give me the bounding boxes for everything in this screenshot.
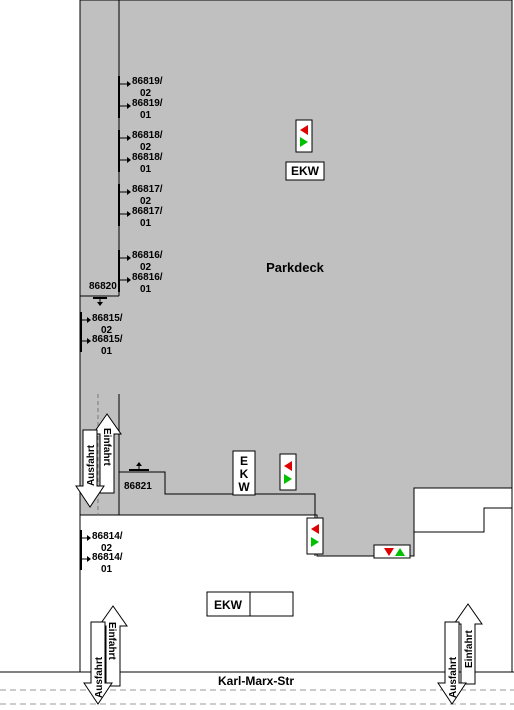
ekw-bottom: EKW — [206, 591, 294, 617]
space-group-86819: 86819/ 02 86819/ 01 — [118, 76, 163, 121]
signal-box-horizontal — [373, 544, 411, 559]
signal-box-lower — [306, 517, 324, 555]
ekw-mid-char-2: K — [240, 467, 249, 481]
einfahrt-label-deck: Einfahrt — [101, 428, 112, 466]
space-label-86817-02-a: 86817/ — [132, 184, 163, 195]
space-label-86819-01-b: 01 — [140, 110, 152, 121]
ekw-label-top: EKW — [291, 164, 320, 178]
ausfahrt-label-deck: Ausfahrt — [86, 444, 97, 486]
space-label-86819-02-a: 86819/ — [132, 76, 163, 87]
signal-lower-left — [306, 517, 324, 555]
arrow-down-icon — [75, 429, 105, 508]
space-86821: 86821 — [124, 462, 152, 492]
signal-box-mid — [279, 453, 297, 491]
space-label-86814-01-b: 01 — [101, 564, 113, 575]
ekw-mid-char-3: W — [238, 480, 250, 494]
space-label-86815-02-b: 02 — [101, 325, 113, 336]
einfahrt-label-left: Einfahrt — [106, 622, 117, 660]
ausfahrt-label-left: Ausfahrt — [94, 656, 105, 698]
ramp-arrows-deck: Einfahrt Ausfahrt — [75, 413, 122, 508]
ekw-box-bottom — [206, 591, 251, 617]
signal-red-icon — [311, 524, 319, 534]
street-label: Karl-Marx-Str — [218, 674, 294, 688]
signal-box-top — [295, 119, 313, 153]
space-group-86817: 86817/ 02 86817/ 01 — [118, 184, 163, 229]
ekw-mid: E K W — [232, 450, 297, 496]
ekw-label-bottom: EKW — [214, 598, 243, 612]
space-label-86815-01-a: 86815/ — [92, 334, 123, 345]
ekw-mid-char-1: E — [240, 454, 248, 468]
space-label-86818-02-a: 86818/ — [132, 130, 163, 141]
inner-bay-outline — [119, 471, 316, 556]
parkdeck-label: Parkdeck — [266, 260, 325, 275]
space-group-86815: 86815/ 02 86815/ 01 — [80, 312, 123, 357]
signal-green-icon — [284, 474, 292, 484]
space-label-86816-02-a: 86816/ — [132, 250, 163, 261]
space-86820: 86820 — [89, 281, 117, 306]
space-label-86816-01-a: 86816/ — [132, 272, 163, 283]
ekw-box-bottom-empty — [249, 591, 294, 617]
building-notch — [413, 487, 513, 533]
parkdeck-area — [79, 0, 513, 557]
signal-red-icon — [384, 548, 394, 556]
space-label-86815-02-a: 86815/ — [92, 313, 123, 324]
ramp-arrows-right-street: Einfahrt Ausfahrt — [437, 603, 483, 705]
space-label-86819-01-a: 86819/ — [132, 98, 163, 109]
space-label-86818-01-b: 01 — [140, 164, 152, 175]
space-group-86816: 86816/ 02 86816/ 01 — [118, 250, 163, 295]
space-label-86821: 86821 — [124, 481, 152, 492]
space-label-86817-02-b: 02 — [140, 196, 152, 207]
ekw-top: EKW — [285, 119, 325, 181]
space-label-86818-02-b: 02 — [140, 142, 152, 153]
ekw-box-mid — [232, 450, 256, 496]
space-label-86817-01-a: 86817/ — [132, 206, 163, 217]
einfahrt-label-right: Einfahrt — [464, 630, 475, 668]
space-label-86818-01-a: 86818/ — [132, 152, 163, 163]
space-group-86818: 86818/ 02 86818/ 01 — [118, 130, 163, 175]
ekw-box-top — [285, 161, 325, 181]
ramp-arrows-left-street: Einfahrt Ausfahrt — [83, 605, 128, 705]
space-label-86816-01-b: 01 — [140, 284, 152, 295]
space-label-86815-01-b: 01 — [101, 346, 113, 357]
signal-green-icon — [311, 537, 319, 547]
signal-lower-right — [373, 544, 411, 559]
space-label-86814-01-a: 86814/ — [92, 552, 123, 563]
space-label-86819-02-b: 02 — [140, 88, 152, 99]
signal-red-icon — [300, 125, 308, 135]
signal-green-icon — [300, 137, 308, 147]
space-label-86820: 86820 — [89, 281, 117, 292]
space-label-86814-02-b: 02 — [101, 543, 113, 554]
space-group-86814: 86814/ 02 86814/ 01 — [80, 530, 123, 575]
ausfahrt-label-right: Ausfahrt — [448, 656, 459, 698]
space-label-86816-02-b: 02 — [140, 262, 152, 273]
arrow-down-icon — [437, 621, 467, 705]
space-label-86814-02-a: 86814/ — [92, 531, 123, 542]
space-label-86817-01-b: 01 — [140, 218, 152, 229]
arrow-down-icon — [83, 621, 113, 705]
signal-green-icon — [395, 548, 405, 556]
signal-red-icon — [284, 461, 292, 471]
